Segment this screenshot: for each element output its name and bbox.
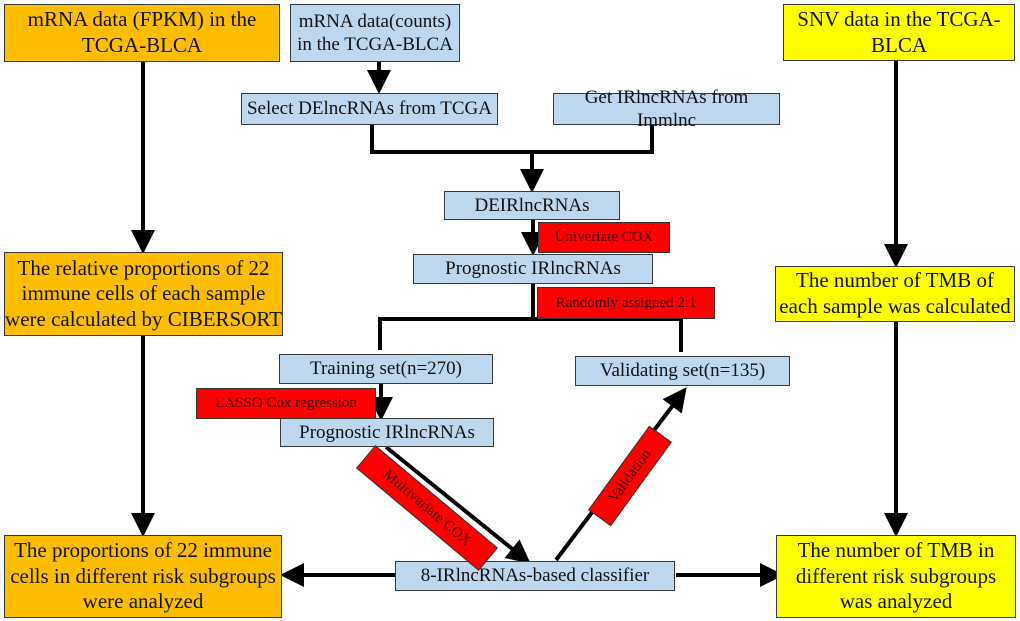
get-irlncrnas-box: Get IRlncRNAs from Immlnc	[553, 87, 780, 131]
arrow-prognostic-to-classifier	[384, 445, 531, 564]
lasso-cox-label: LASSO Cox regression	[215, 395, 357, 412]
random-assignment-label: Randomly assigned 2:1	[555, 294, 697, 311]
univariate-cox-label-box: Univeriate COX	[538, 222, 670, 253]
training-set-label: Training set(n=270)	[310, 358, 462, 380]
immune-proportions-box: The proportions of 22 immune cells in di…	[4, 535, 282, 618]
fpkm-data-label: mRNA data (FPKM) in the TCGA-BLCA	[27, 7, 257, 57]
prognostic-irlncrnas-label: Prognostic IRlncRNAs	[445, 258, 621, 280]
classifier-box: 8-IRlncRNAs-based classifier	[395, 561, 675, 591]
counts-data-label: mRNA data(counts) in the TCGA-BLCA	[297, 10, 453, 55]
deirlncrnas-label: DEIRlncRNAs	[474, 194, 590, 216]
random-assignment-label-box: Randomly assigned 2:1	[537, 287, 715, 319]
prognostic-irlncrnas-box-2: Prognostic IRlncRNAs	[280, 418, 494, 447]
tmb-analysis-label: The number of TMB in different risk subg…	[795, 538, 997, 614]
cibersort-label: The relative proportions of 22 immune ce…	[5, 255, 282, 331]
tmb-calc-box: The number of TMB of each sample was cal…	[775, 266, 1015, 322]
counts-data-box: mRNA data(counts) in the TCGA-BLCA	[290, 4, 460, 62]
cibersort-box: The relative proportions of 22 immune ce…	[4, 252, 283, 336]
tmb-calc-label: The number of TMB of each sample was cal…	[779, 268, 1011, 318]
select-delncrnas-box: Select DElncRNAs from TCGA	[241, 93, 498, 125]
immune-proportions-label: The proportions of 22 immune cells in di…	[10, 538, 276, 614]
get-irlncrnas-label: Get IRlncRNAs from Immlnc	[584, 86, 749, 131]
select-delncrnas-label: Select DElncRNAs from TCGA	[246, 98, 493, 120]
training-set-box: Training set(n=270)	[279, 354, 493, 384]
validating-set-box: Validating set(n=135)	[575, 356, 790, 386]
tmb-analysis-box: The number of TMB in different risk subg…	[776, 535, 1016, 618]
deirlncrnas-box: DEIRlncRNAs	[444, 191, 620, 220]
lasso-cox-label-box: LASSO Cox regression	[196, 388, 376, 419]
validating-set-label: Validating set(n=135)	[599, 360, 766, 382]
fpkm-data-box: mRNA data (FPKM) in the TCGA-BLCA	[4, 4, 280, 62]
prognostic-irlncrnas-label-2: Prognostic IRlncRNAs	[299, 421, 475, 443]
snv-data-box: SNV data in the TCGA-BLCA	[783, 4, 1015, 61]
prognostic-irlncrnas-box: Prognostic IRlncRNAs	[413, 254, 653, 284]
snv-data-label: SNV data in the TCGA-BLCA	[797, 6, 1001, 57]
univariate-cox-label: Univeriate COX	[554, 229, 654, 246]
split-connector	[378, 317, 683, 352]
classifier-label: 8-IRlncRNAs-based classifier	[420, 565, 650, 587]
merge-connector	[370, 125, 654, 154]
